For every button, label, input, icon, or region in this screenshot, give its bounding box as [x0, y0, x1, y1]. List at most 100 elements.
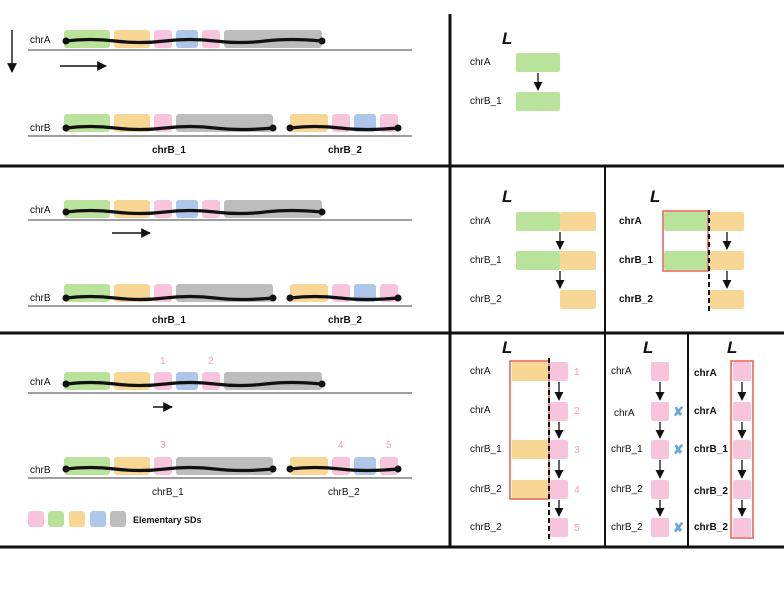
segment-block-pink	[733, 440, 751, 459]
segment-block-orange	[560, 290, 596, 309]
p1-chrb2-strand	[289, 124, 399, 132]
segment-block-pink	[651, 518, 669, 537]
p1-right-row-0: chrA	[470, 57, 491, 68]
segment-block-pink	[733, 518, 751, 537]
p3-right1-row-1: chrA	[470, 405, 491, 416]
segment-block-orange	[114, 200, 150, 218]
segment-block-orange	[512, 362, 548, 381]
p3-right1-number-1: 1	[574, 367, 580, 378]
segment-block-pink	[332, 457, 350, 475]
strand-endpoint	[62, 294, 70, 302]
segment-block-orange	[512, 440, 548, 459]
strand-endpoint	[62, 208, 70, 216]
p3-right1-row-3: chrB_2	[470, 484, 502, 495]
segment-block-pink	[550, 518, 568, 537]
strand-endpoint	[318, 380, 326, 388]
segment-block-blue	[90, 511, 106, 527]
p3-chrb-label: chrB	[30, 465, 51, 476]
segment-block-orange	[560, 251, 596, 270]
strand-endpoint	[269, 294, 277, 302]
p2-chrb1-label: chrB_1	[152, 315, 186, 326]
segment-block-pink	[651, 362, 669, 381]
p3-right1-number-5: 5	[574, 523, 580, 534]
segment-block-orange	[290, 114, 328, 132]
segment-block-orange	[710, 290, 744, 309]
p3-right1-row-0: chrA	[470, 366, 491, 377]
segment-block-green	[64, 114, 110, 132]
p3-chrb1-label: chrB_1	[152, 487, 184, 498]
legend-label: Elementary SDs	[133, 515, 202, 525]
strand-endpoint	[394, 294, 402, 302]
strand-line	[65, 380, 323, 388]
p1-chra-end-left	[62, 37, 70, 45]
strand-endpoint	[318, 208, 326, 216]
p2-right2-row-2: chrB_2	[619, 294, 653, 305]
strand-endpoint	[286, 465, 294, 473]
segment-block-pink	[154, 457, 172, 475]
segment-block-blue	[354, 457, 376, 475]
p3-right1-number-4: 4	[574, 485, 580, 496]
p2-right1-row-0: chrA	[470, 216, 491, 227]
p1-chra-label: chrA	[30, 35, 51, 46]
segment-block-pink	[550, 362, 568, 381]
legend-swatches	[28, 511, 126, 527]
p3-right3-L: L	[727, 338, 738, 357]
strand-line	[289, 294, 399, 302]
segment-block-pink	[651, 402, 669, 421]
strand-endpoint	[394, 124, 402, 132]
segment-block-pink	[651, 440, 669, 459]
p1-chra-end-right	[318, 37, 326, 45]
segment-block-orange	[290, 284, 328, 302]
segment-block-green	[664, 212, 708, 231]
p2-right1-row-2: chrB_2	[470, 294, 502, 305]
segment-block-pink	[154, 30, 172, 48]
segment-block-pink	[733, 480, 751, 499]
segment-block-orange	[710, 251, 744, 270]
p1-chrb1-label: chrB_1	[152, 145, 186, 156]
segment-block-gray	[224, 372, 322, 390]
p3-right2-row-4: chrB_2	[611, 522, 643, 533]
segment-block-gray	[110, 511, 126, 527]
p3-right2-cross-icon-3: ✘	[673, 520, 684, 535]
segment-block-green	[516, 251, 560, 270]
p1-right-L: L	[502, 29, 513, 48]
segment-block-pink	[550, 402, 568, 421]
segment-block-green	[64, 284, 110, 302]
segment-block-orange	[114, 30, 150, 48]
p1-right-row-1: chrB_1	[470, 96, 502, 107]
strand-line	[289, 465, 399, 473]
strand-endpoint	[286, 124, 294, 132]
segment-block-orange	[710, 212, 744, 231]
segment-block-orange	[69, 511, 85, 527]
p3-right1-row-4: chrB_2	[470, 522, 502, 533]
strand-endpoint	[269, 124, 277, 132]
p1-chra-strand	[65, 37, 323, 45]
strand-endpoint	[269, 465, 277, 473]
segment-block-orange	[560, 212, 596, 231]
p2-right1-L: L	[502, 187, 513, 206]
segment-block-green	[516, 53, 560, 72]
p3-bottom-number-3: 3	[160, 440, 166, 451]
segment-block-orange	[114, 372, 150, 390]
strand-endpoint	[62, 124, 70, 132]
p3-right2-row-1: chrA	[614, 408, 635, 419]
p3-right1-number-2: 2	[574, 406, 580, 417]
segment-block-pink	[380, 457, 398, 475]
segment-block-pink	[202, 200, 220, 218]
strand-line	[65, 465, 274, 473]
p2-chra-label: chrA	[30, 205, 51, 216]
segment-block-orange	[512, 480, 548, 499]
segment-block-orange	[114, 457, 150, 475]
p2-r2-highlight	[662, 210, 709, 272]
segment-block-green	[516, 212, 560, 231]
p3-right2-cross-icon-1: ✘	[673, 404, 684, 419]
p1-chrb2-label: chrB_2	[328, 145, 362, 156]
p1-chrb-label: chrB	[30, 123, 51, 134]
p3-chra-label: chrA	[30, 377, 51, 388]
panel-dividers	[0, 14, 784, 549]
segment-block-gray	[224, 200, 322, 218]
p3-right3-row-4: chrB_2	[694, 522, 728, 533]
p3-right1-row-2: chrB_1	[470, 444, 502, 455]
p3-top-number-2: 2	[208, 356, 214, 367]
